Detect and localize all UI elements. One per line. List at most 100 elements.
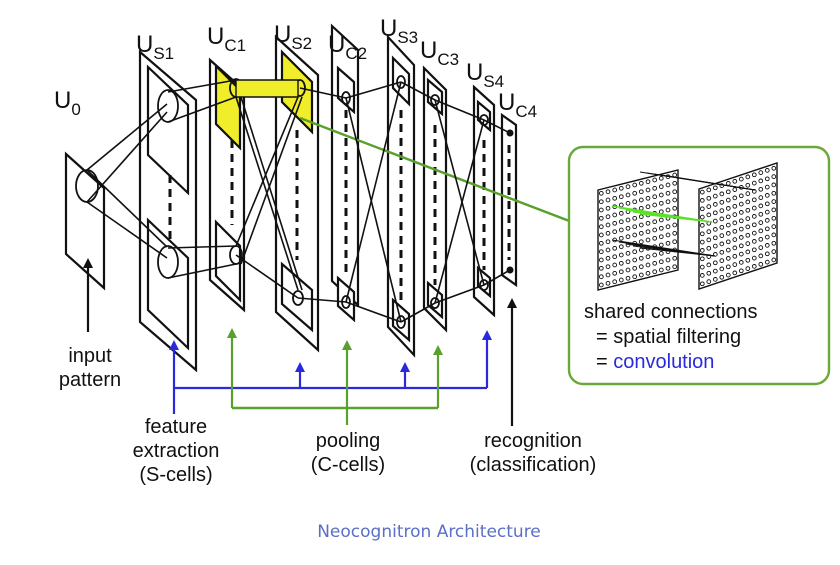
pooling-label-line-0: pooling — [316, 430, 381, 452]
grid-node — [699, 264, 705, 270]
arrow-uc2-head — [342, 340, 352, 350]
grid-node — [738, 268, 744, 274]
conn-uc2-us3-top — [345, 81, 402, 99]
grid-node — [764, 251, 770, 257]
input-grid-frame — [597, 169, 679, 291]
grid-node — [758, 211, 764, 217]
grid-node — [699, 281, 705, 287]
layer-planes — [64, 23, 518, 373]
grid-node — [672, 255, 678, 261]
conn-uc2-us3-bot — [345, 301, 402, 323]
grid-node — [638, 197, 644, 203]
grid-node — [652, 219, 658, 225]
input-pattern-label-line-1: pattern — [59, 369, 121, 391]
grid-node — [725, 189, 731, 195]
grid-node — [665, 199, 671, 205]
grid-node — [764, 176, 770, 182]
convolution-pointer — [299, 116, 573, 224]
grid-node — [625, 225, 631, 231]
grid-node — [751, 230, 757, 236]
arrow-us3-head — [400, 362, 410, 372]
grid-node — [706, 229, 712, 234]
grid-node — [699, 206, 705, 212]
grid-node — [719, 233, 725, 238]
grid-node — [764, 234, 770, 240]
grid-node — [672, 222, 678, 228]
grid-node — [598, 215, 604, 221]
grid-node — [732, 270, 738, 276]
grid-node — [745, 224, 751, 230]
grid-node — [764, 226, 770, 232]
convolution-word: convolution — [613, 351, 714, 373]
grid-node — [665, 190, 671, 196]
arrow-uc1-head — [227, 328, 237, 338]
grid-node — [745, 232, 751, 238]
grid-node — [665, 240, 671, 246]
grid-node — [758, 203, 764, 209]
grid-node — [658, 267, 664, 273]
grid-node — [645, 270, 651, 276]
grid-node — [672, 239, 678, 245]
grid-node — [699, 189, 705, 195]
layer-label-subscript: S3 — [397, 28, 418, 47]
grid-node — [732, 253, 738, 259]
grid-node — [645, 220, 651, 226]
grid-node — [725, 206, 731, 211]
grid-node — [745, 266, 751, 271]
grid-node — [764, 209, 770, 215]
grid-node — [699, 198, 705, 203]
grid-node — [771, 174, 777, 179]
grid-node — [632, 232, 638, 238]
grid-node — [638, 230, 644, 236]
layer-label-us3: US3 — [380, 15, 418, 47]
grid-node — [758, 236, 764, 242]
conn-u0-us1-bottom — [86, 201, 168, 259]
conn-us1-uc1-top-a — [167, 79, 237, 93]
grid-node — [632, 199, 638, 205]
grid-node — [618, 227, 624, 233]
grid-node — [719, 266, 725, 272]
grid-node — [758, 261, 764, 267]
layer-label-uc1: UC1 — [207, 23, 246, 55]
conn-uc3-us4-x1 — [434, 99, 485, 286]
grid-node — [738, 201, 744, 207]
grid-node — [771, 165, 777, 171]
grid-node — [706, 279, 712, 284]
conn-uc2-us3-x2 — [345, 81, 402, 303]
grid-node — [751, 247, 757, 253]
grid-node — [732, 203, 738, 209]
grid-node — [706, 262, 712, 268]
grid-node — [645, 187, 651, 193]
grid-node — [712, 227, 718, 232]
recognition-arrow-head — [507, 298, 517, 308]
grid-node — [612, 254, 618, 260]
grid-node — [605, 255, 611, 261]
conn-u0-us1-x1 — [86, 169, 168, 248]
grid-node — [719, 224, 725, 230]
grid-node — [618, 194, 624, 200]
layer-label-us1: US1 — [136, 31, 174, 63]
grid-node — [771, 199, 777, 204]
receptive-field-us4-top — [479, 114, 489, 126]
grid-node — [751, 180, 757, 186]
grid-node — [618, 260, 624, 266]
plane-us3-inner-top — [391, 55, 411, 107]
grid-node — [658, 184, 664, 190]
conn-u0-us1-top — [86, 103, 168, 171]
grid-node — [652, 185, 658, 191]
grid-node — [612, 229, 618, 235]
conn-us4-uc4-bot — [483, 269, 511, 286]
grid-node — [618, 252, 624, 258]
grid-node — [699, 239, 705, 245]
conn-uc1-us2-x2 — [240, 96, 303, 291]
grid-node — [771, 240, 777, 246]
grid-node — [699, 256, 705, 262]
plane-uc4 — [500, 112, 518, 288]
grid-node — [712, 252, 718, 257]
output-grid-frame — [698, 162, 778, 290]
grid-node — [605, 222, 611, 228]
layer-label-us4: US4 — [466, 59, 504, 91]
grid-node — [725, 239, 731, 245]
grid-node — [771, 215, 777, 221]
inset-line-shared-connections: shared connections — [584, 301, 757, 323]
